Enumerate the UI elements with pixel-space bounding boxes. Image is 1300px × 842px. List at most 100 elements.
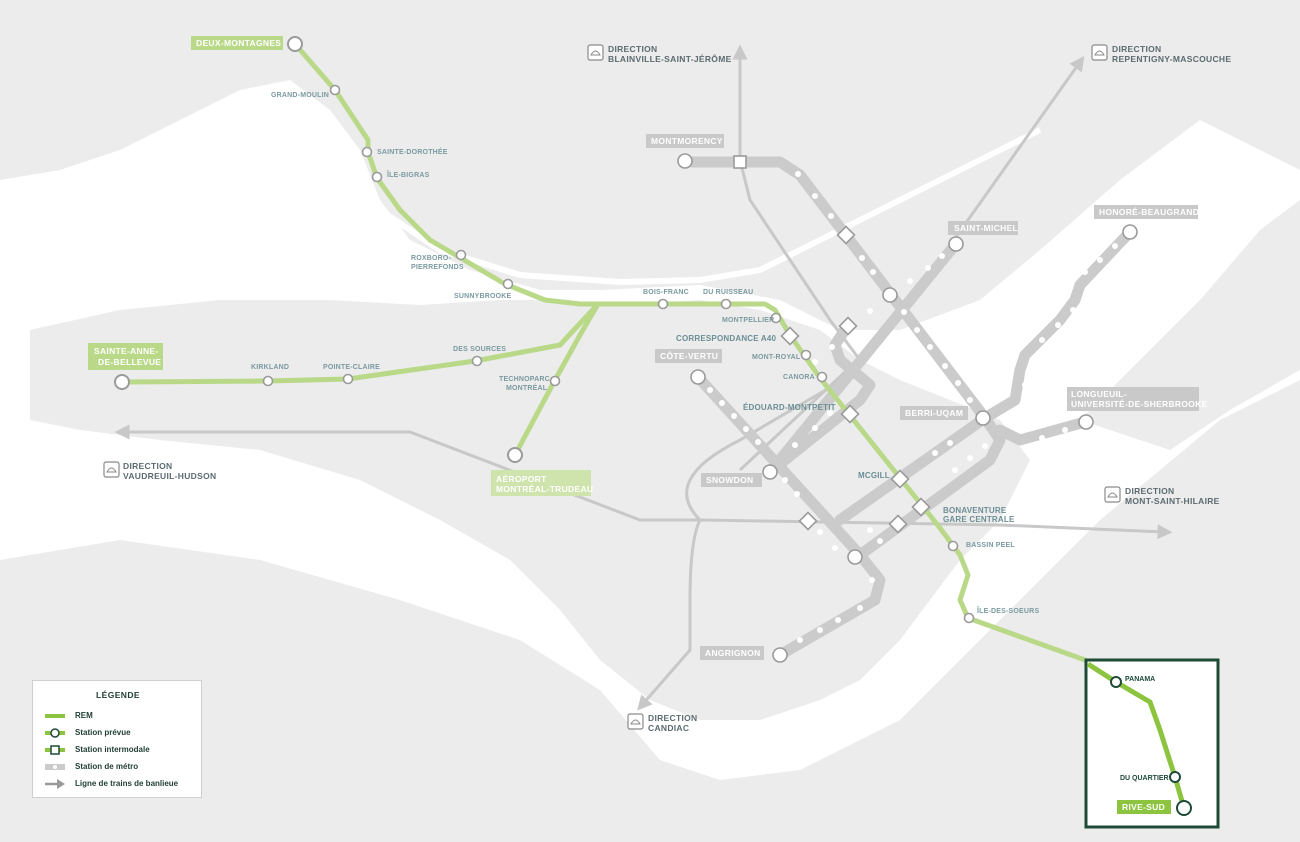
water-lac-deux-montagnes [0, 140, 350, 280]
station-des-sources[interactable] [471, 355, 483, 367]
metro-blue-line [764, 239, 961, 478]
label-du-ruisseau: DU RUISSEAU [703, 289, 753, 296]
direction-candiac: DIRECTION CANDIAC [627, 713, 697, 733]
water-lac-saint-louis [0, 455, 400, 545]
station-rive-sud[interactable] [1176, 800, 1192, 816]
land-south-shore [0, 380, 1300, 842]
station-grand-moulin[interactable] [329, 84, 341, 96]
intermodal-station-icon [43, 743, 67, 755]
station-green-intermodal[interactable] [838, 316, 858, 336]
label-sunnybrooke: SUNNYBROOKE [454, 293, 512, 300]
label-kirkland: KIRKLAND [251, 364, 289, 371]
direction-mont-saint-hilaire-line2: MONT-SAINT-HILAIRE [1125, 496, 1220, 506]
station-blue-intermodal[interactable] [836, 225, 856, 245]
rem-line-icon [43, 709, 67, 721]
label-grand-moulin: GRAND-MOULIN [271, 92, 329, 99]
station-edouard-montpetit[interactable] [840, 404, 860, 424]
station-bois-franc[interactable] [657, 298, 669, 310]
station-angrignon[interactable] [772, 647, 788, 663]
station-montmorency[interactable] [677, 153, 693, 169]
legend-item-metro-station: Station de métro [43, 759, 138, 773]
label-edouard-montpetit: ÉDOUARD-MONTPETIT [743, 403, 836, 412]
station-longueuil[interactable] [1078, 414, 1094, 430]
station-lionel-groulx[interactable] [847, 549, 863, 565]
train-icon [1091, 44, 1108, 61]
suburban-line-loop [685, 368, 861, 522]
station-montmorency-intermodal[interactable] [733, 155, 747, 169]
label-aeroport-1: AÉROPORT [496, 474, 547, 484]
station-pointe-claire[interactable] [342, 373, 354, 385]
label-saint-michel: SAINT-MICHEL [954, 223, 1018, 233]
label-sainte-anne-1: SAINTE-ANNE- [94, 346, 159, 356]
planned-station-icon [43, 726, 67, 738]
rem-lines [119, 41, 1088, 663]
station-cote-vertu[interactable] [690, 369, 706, 385]
station-berri-uqam[interactable] [975, 410, 991, 426]
direction-repentigny-line1: DIRECTION [1112, 44, 1161, 54]
label-ile-bigras: ÎLE-BIGRAS [386, 170, 430, 179]
label-panama: PANAMA [1125, 676, 1155, 683]
station-deux-montagnes[interactable] [287, 36, 303, 52]
station-montpellier[interactable] [770, 312, 782, 324]
intermodal-stations [733, 155, 931, 534]
legend-label: Station de métro [75, 761, 139, 771]
direction-blainville-line1: DIRECTION [608, 44, 657, 54]
label-angrignon: ANGRIGNON [705, 648, 761, 658]
label-correspondance-a40: CORRESPONDANCE A40 [676, 334, 777, 343]
station-aeroport[interactable] [507, 447, 523, 463]
station-technoparc[interactable] [549, 375, 561, 387]
direction-blainville-line2: BLAINVILLE-SAINT-JÉRÔME [608, 53, 732, 64]
station-du-ruisseau[interactable] [720, 298, 732, 310]
label-aeroport-2: MONTRÉAL-TRUDEAU [496, 484, 593, 494]
station-sainte-anne[interactable] [114, 374, 130, 390]
label-roxboro-2: PIERREFONDS [411, 264, 464, 271]
direction-candiac-line1: DIRECTION [648, 713, 697, 723]
label-rive-sud: RIVE-SUD [1122, 802, 1165, 812]
label-sainte-dorothee: SAINTE-DOROTHÉE [377, 147, 448, 156]
rive-sud-inset: PANAMA DU QUARTIER RIVE-SUD [1084, 658, 1220, 829]
station-correspondance-a40[interactable] [780, 326, 800, 346]
station-sainte-dorothee[interactable] [361, 146, 373, 158]
station-saint-michel[interactable] [948, 236, 964, 252]
legend-label: Ligne de trains de banlieue [75, 778, 179, 788]
label-technoparc-1: TECHNOPARC [499, 376, 550, 383]
label-cote-vertu: CÔTE-VERTU [660, 350, 718, 361]
station-kirkland[interactable] [262, 375, 274, 387]
water-riviere-des-prairies [378, 127, 1042, 286]
station-du-quartier[interactable] [1169, 771, 1181, 783]
metro-green-line [834, 226, 1136, 526]
station-ile-bigras[interactable] [371, 171, 383, 183]
legend-item-suburban-train: Ligne de trains de banlieue [43, 776, 178, 790]
station-honore-beaugrand[interactable] [1122, 224, 1138, 240]
label-bassin-peel: BASSIN PEEL [966, 542, 1015, 549]
land-north-shore [0, 0, 1300, 330]
station-panama[interactable] [1110, 676, 1122, 688]
label-montmorency: MONTMORENCY [651, 136, 723, 146]
metro-station-dots [707, 171, 1118, 643]
station-mcgill[interactable] [890, 469, 910, 489]
station-bonaventure[interactable] [911, 497, 931, 517]
label-honore-beaugrand: HONORÉ-BEAUGRAND [1099, 207, 1199, 217]
legend-item-rem: REM [43, 708, 93, 722]
label-du-quartier: DU QUARTIER [1120, 775, 1169, 782]
station-canora[interactable] [816, 371, 828, 383]
legend-item-intermodal-station: Station intermodale [43, 742, 150, 756]
station-snowdon[interactable] [762, 464, 778, 480]
station-roxboro[interactable] [455, 249, 467, 261]
label-bonaventure-1: BONAVENTURE [943, 506, 1007, 515]
label-pointe-claire: POINTE-CLAIRE [323, 364, 380, 371]
station-mont-royal[interactable] [800, 349, 812, 361]
legend-item-planned-station: Station prévue [43, 725, 131, 739]
rem-branch-aeroport [512, 301, 601, 458]
station-square-victoria-intermodal[interactable] [888, 514, 908, 534]
station-bassin-peel[interactable] [947, 540, 959, 552]
direction-repentigny-line2: REPENTIGNY-MASCOUCHE [1112, 54, 1231, 64]
direction-repentigny: DIRECTION REPENTIGNY-MASCOUCHE [1091, 44, 1231, 64]
label-des-sources: DES SOURCES [453, 346, 506, 353]
station-sunnybrooke[interactable] [502, 278, 514, 290]
station-ile-des-soeurs[interactable] [963, 612, 975, 624]
station-jean-talon[interactable] [882, 287, 898, 303]
station-lucien-lallier-intermodal[interactable] [798, 511, 818, 531]
